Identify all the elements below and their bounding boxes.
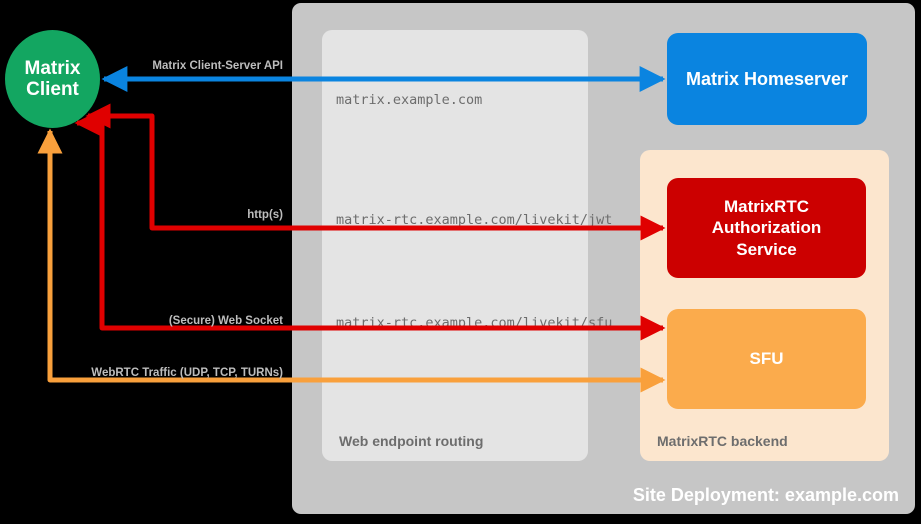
edge-webrtc-traffic bbox=[37, 128, 666, 393]
edge-label-webrtc-traffic: WebRTC Traffic (UDP, TCP, TURNs) bbox=[91, 367, 283, 379]
authorization-service-label-line1: MatrixRTC bbox=[723, 197, 809, 217]
edge-label-https: http(s) bbox=[247, 209, 283, 221]
site-deployment-label: Site Deployment: example.com bbox=[632, 485, 899, 505]
matrix-client-label-line2: Client bbox=[26, 79, 79, 100]
node-sfu[interactable]: SFU bbox=[667, 309, 866, 409]
node-matrixrtc-authorization-service[interactable]: MatrixRTC Authorization Service bbox=[667, 178, 866, 278]
matrix-client-label-line1: Matrix bbox=[24, 57, 81, 79]
matrix-homeserver-label: Matrix Homeserver bbox=[685, 68, 849, 89]
matrix-client-label: Matrix Client bbox=[25, 58, 81, 101]
node-matrix-client[interactable]: Matrix Client bbox=[5, 30, 100, 128]
edge-https bbox=[85, 103, 666, 241]
authorization-service-label-line3: Service bbox=[736, 239, 797, 259]
edge-label-secure-web-socket: (Secure) Web Socket bbox=[168, 315, 283, 327]
authorization-service-label: MatrixRTC Authorization Service bbox=[712, 196, 822, 260]
matrixrtc-backend-label: MatrixRTC backend bbox=[657, 433, 788, 449]
edge-label-matrix-client-server-api: Matrix Client-Server API bbox=[152, 60, 283, 72]
web-endpoint-routing-label: Web endpoint routing bbox=[339, 433, 484, 449]
sfu-label: SFU bbox=[749, 349, 784, 368]
authorization-service-label-line2: Authorization bbox=[711, 218, 822, 238]
node-matrix-homeserver[interactable]: Matrix Homeserver bbox=[667, 33, 867, 125]
